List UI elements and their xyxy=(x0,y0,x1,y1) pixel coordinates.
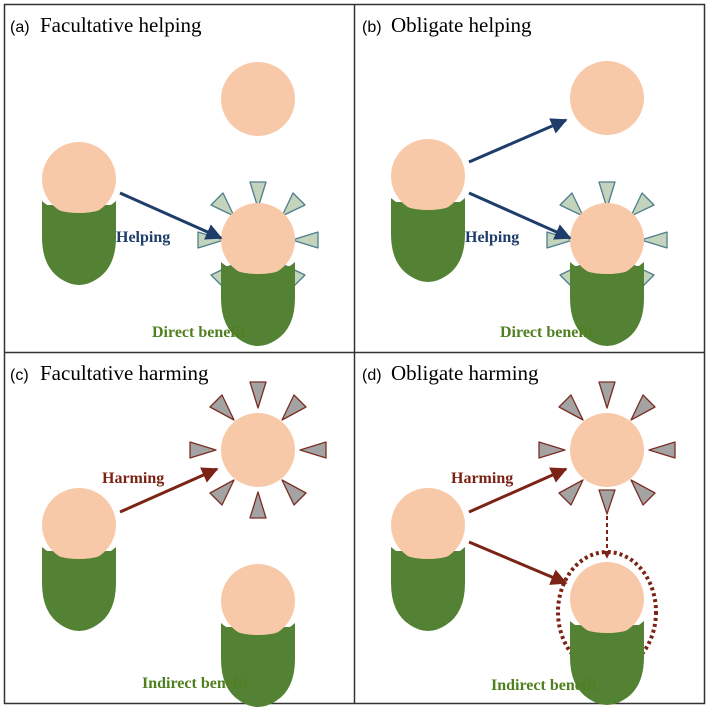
panel-c-letter: (c) xyxy=(10,367,29,384)
green-beard-icon xyxy=(42,142,116,285)
face-icon xyxy=(221,413,295,487)
face-icon xyxy=(221,62,295,136)
panel-b-benefit-label: Direct benefit xyxy=(500,324,594,341)
green-beard-icon xyxy=(42,488,116,631)
panel-d-arrow-label: Harming xyxy=(451,470,513,487)
panel-b-arrow-label: Helping xyxy=(465,229,519,246)
panel-d-letter: (d) xyxy=(362,367,382,384)
panel-frames xyxy=(3,3,706,705)
panel-c-benefit-label: Indirect benefit xyxy=(142,675,249,692)
arrow-icon xyxy=(468,118,568,164)
panel-a-arrow-label: Helping xyxy=(116,229,170,246)
panel-c-title: Facultative harming xyxy=(40,361,209,385)
panel-b-letter: (b) xyxy=(362,19,382,36)
panel-d-title: Obligate harming xyxy=(391,361,539,385)
sunburst-rays-icon xyxy=(538,381,676,515)
panel-a: (a) Facultative helping Helping Direct b… xyxy=(10,13,319,346)
panel-b: (b) Obligate helping Helping Direct bene… xyxy=(362,13,668,346)
panel-c: (c) Facultative harming Harming Indirect… xyxy=(10,361,327,707)
face-icon xyxy=(570,61,644,135)
arrow-icon xyxy=(468,467,568,514)
arrow-icon xyxy=(119,467,219,514)
panel-a-title: Facultative helping xyxy=(40,13,202,37)
panel-d: (d) Obligate harming Harming Indirect be… xyxy=(362,361,676,705)
face-icon xyxy=(570,413,644,487)
green-beard-icon xyxy=(391,139,465,282)
arrow-icon xyxy=(468,540,568,585)
arrow-icon xyxy=(119,191,223,240)
panel-a-benefit-label: Direct benefit xyxy=(152,324,246,341)
green-beard-icon xyxy=(391,488,465,631)
sunburst-rays-icon xyxy=(189,381,327,519)
arrow-icon xyxy=(468,191,572,240)
panel-a-letter: (a) xyxy=(10,19,30,36)
panel-c-arrow-label: Harming xyxy=(102,470,164,487)
panel-b-title: Obligate helping xyxy=(391,13,532,37)
panel-d-benefit-label: Indirect benefit xyxy=(491,677,598,694)
